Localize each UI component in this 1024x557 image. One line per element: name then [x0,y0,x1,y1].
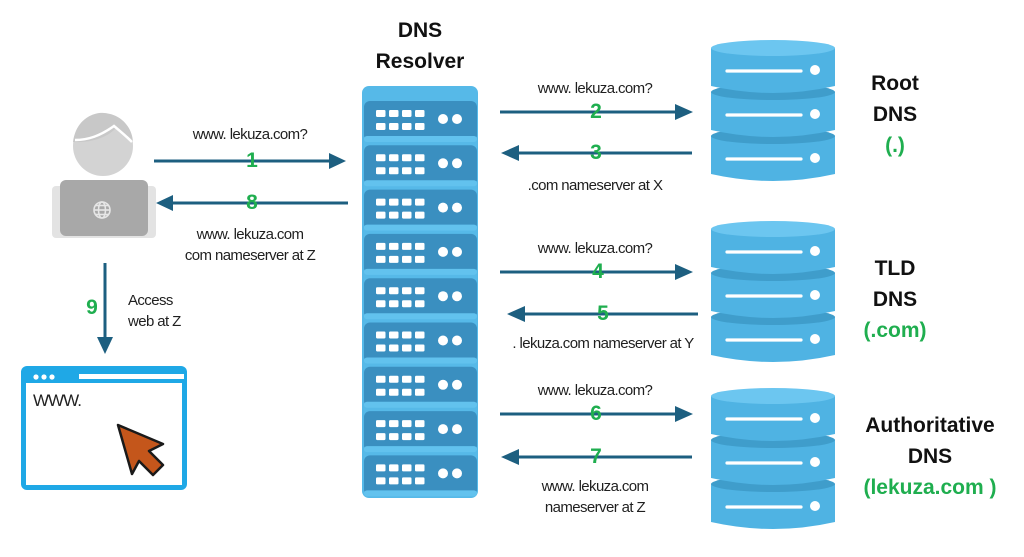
root-dns-title-line2: DNS [872,103,918,126]
arrow-step-4 [500,264,693,280]
rack-unit [364,189,477,231]
tld-dns-label: TLD DNS (.com) [850,253,940,346]
rack-unit [364,145,477,187]
step-8-label-line1: www. lekuza.com [196,226,304,243]
authoritative-dns-title-line2: DNS [907,445,953,468]
step-1-label: www. lekuza.com? [192,126,308,143]
browser-address-text: WWW. [33,391,82,410]
arrow-step-6 [500,406,693,422]
step-9-number: 9 [86,296,98,319]
step-7-label-line1: www. lekuza.com [541,478,649,495]
rack-unit [364,233,477,275]
step-5-label: . lekuza.com nameserver at Y [512,335,694,352]
rack-unit [364,455,477,497]
step-9-label-line1: Access [128,292,173,309]
step-3-label: .com nameserver at X [527,177,663,194]
authoritative-dns-label: Authoritative DNS (lekuza.com ) [850,410,1010,503]
step-6-number: 6 [590,402,602,425]
tld-dns-title-line2: DNS [872,288,918,311]
step-4-label: www. lekuza.com? [537,240,653,257]
rack-unit [364,411,477,453]
tld-dns-subtitle: (.com) [863,319,927,342]
tld-dns-server-icon[interactable] [711,221,835,362]
step-2-number: 2 [590,100,602,123]
step-5-number: 5 [597,302,609,325]
arrow-step-7 [501,449,692,465]
step-2-label: www. lekuza.com? [537,80,653,97]
arrow-step-1 [154,153,346,169]
step-8-label: www. lekuza.com com nameserver at Z [165,224,335,266]
rack-unit [364,278,477,320]
rack-unit [364,366,477,408]
rack-unit [364,322,477,364]
authoritative-dns-subtitle: (lekuza.com ) [863,476,997,499]
step-7-number: 7 [590,445,602,468]
resolver-title: DNS Resolver [360,15,480,77]
step-8-label-line2: com nameserver at Z [184,247,316,264]
globe-icon [93,201,111,219]
tld-dns-title-line1: TLD [874,257,916,280]
step-8-number: 8 [246,191,258,214]
root-dns-title-line1: Root [871,72,919,95]
step-3-number: 3 [590,141,602,164]
arrow-step-3 [501,145,692,161]
step-9-label-line2: web at Z [128,313,181,330]
root-dns-subtitle: (.) [885,134,905,157]
step-4-number: 4 [592,260,604,283]
step-1-number: 1 [246,149,258,172]
authoritative-dns-server-icon[interactable] [711,388,835,529]
authoritative-dns-title-line1: Authoritative [865,414,995,437]
step-7-label-line2: nameserver at Z [544,499,646,516]
resolver-title-line1: DNS [397,19,443,42]
root-dns-label: Root DNS (.) [855,68,935,161]
step-7-label: www. lekuza.com nameserver at Z [515,476,675,518]
resolver-title-line2: Resolver [375,50,465,73]
root-dns-server-icon[interactable] [711,40,835,181]
step-6-label: www. lekuza.com? [537,382,653,399]
rack-unit [364,101,477,142]
arrow-step-5 [507,306,698,322]
arrow-step-9 [97,263,113,354]
arrow-step-2 [500,104,693,120]
arrow-step-8 [156,195,348,211]
step-9-label: Access web at Z [128,290,181,332]
